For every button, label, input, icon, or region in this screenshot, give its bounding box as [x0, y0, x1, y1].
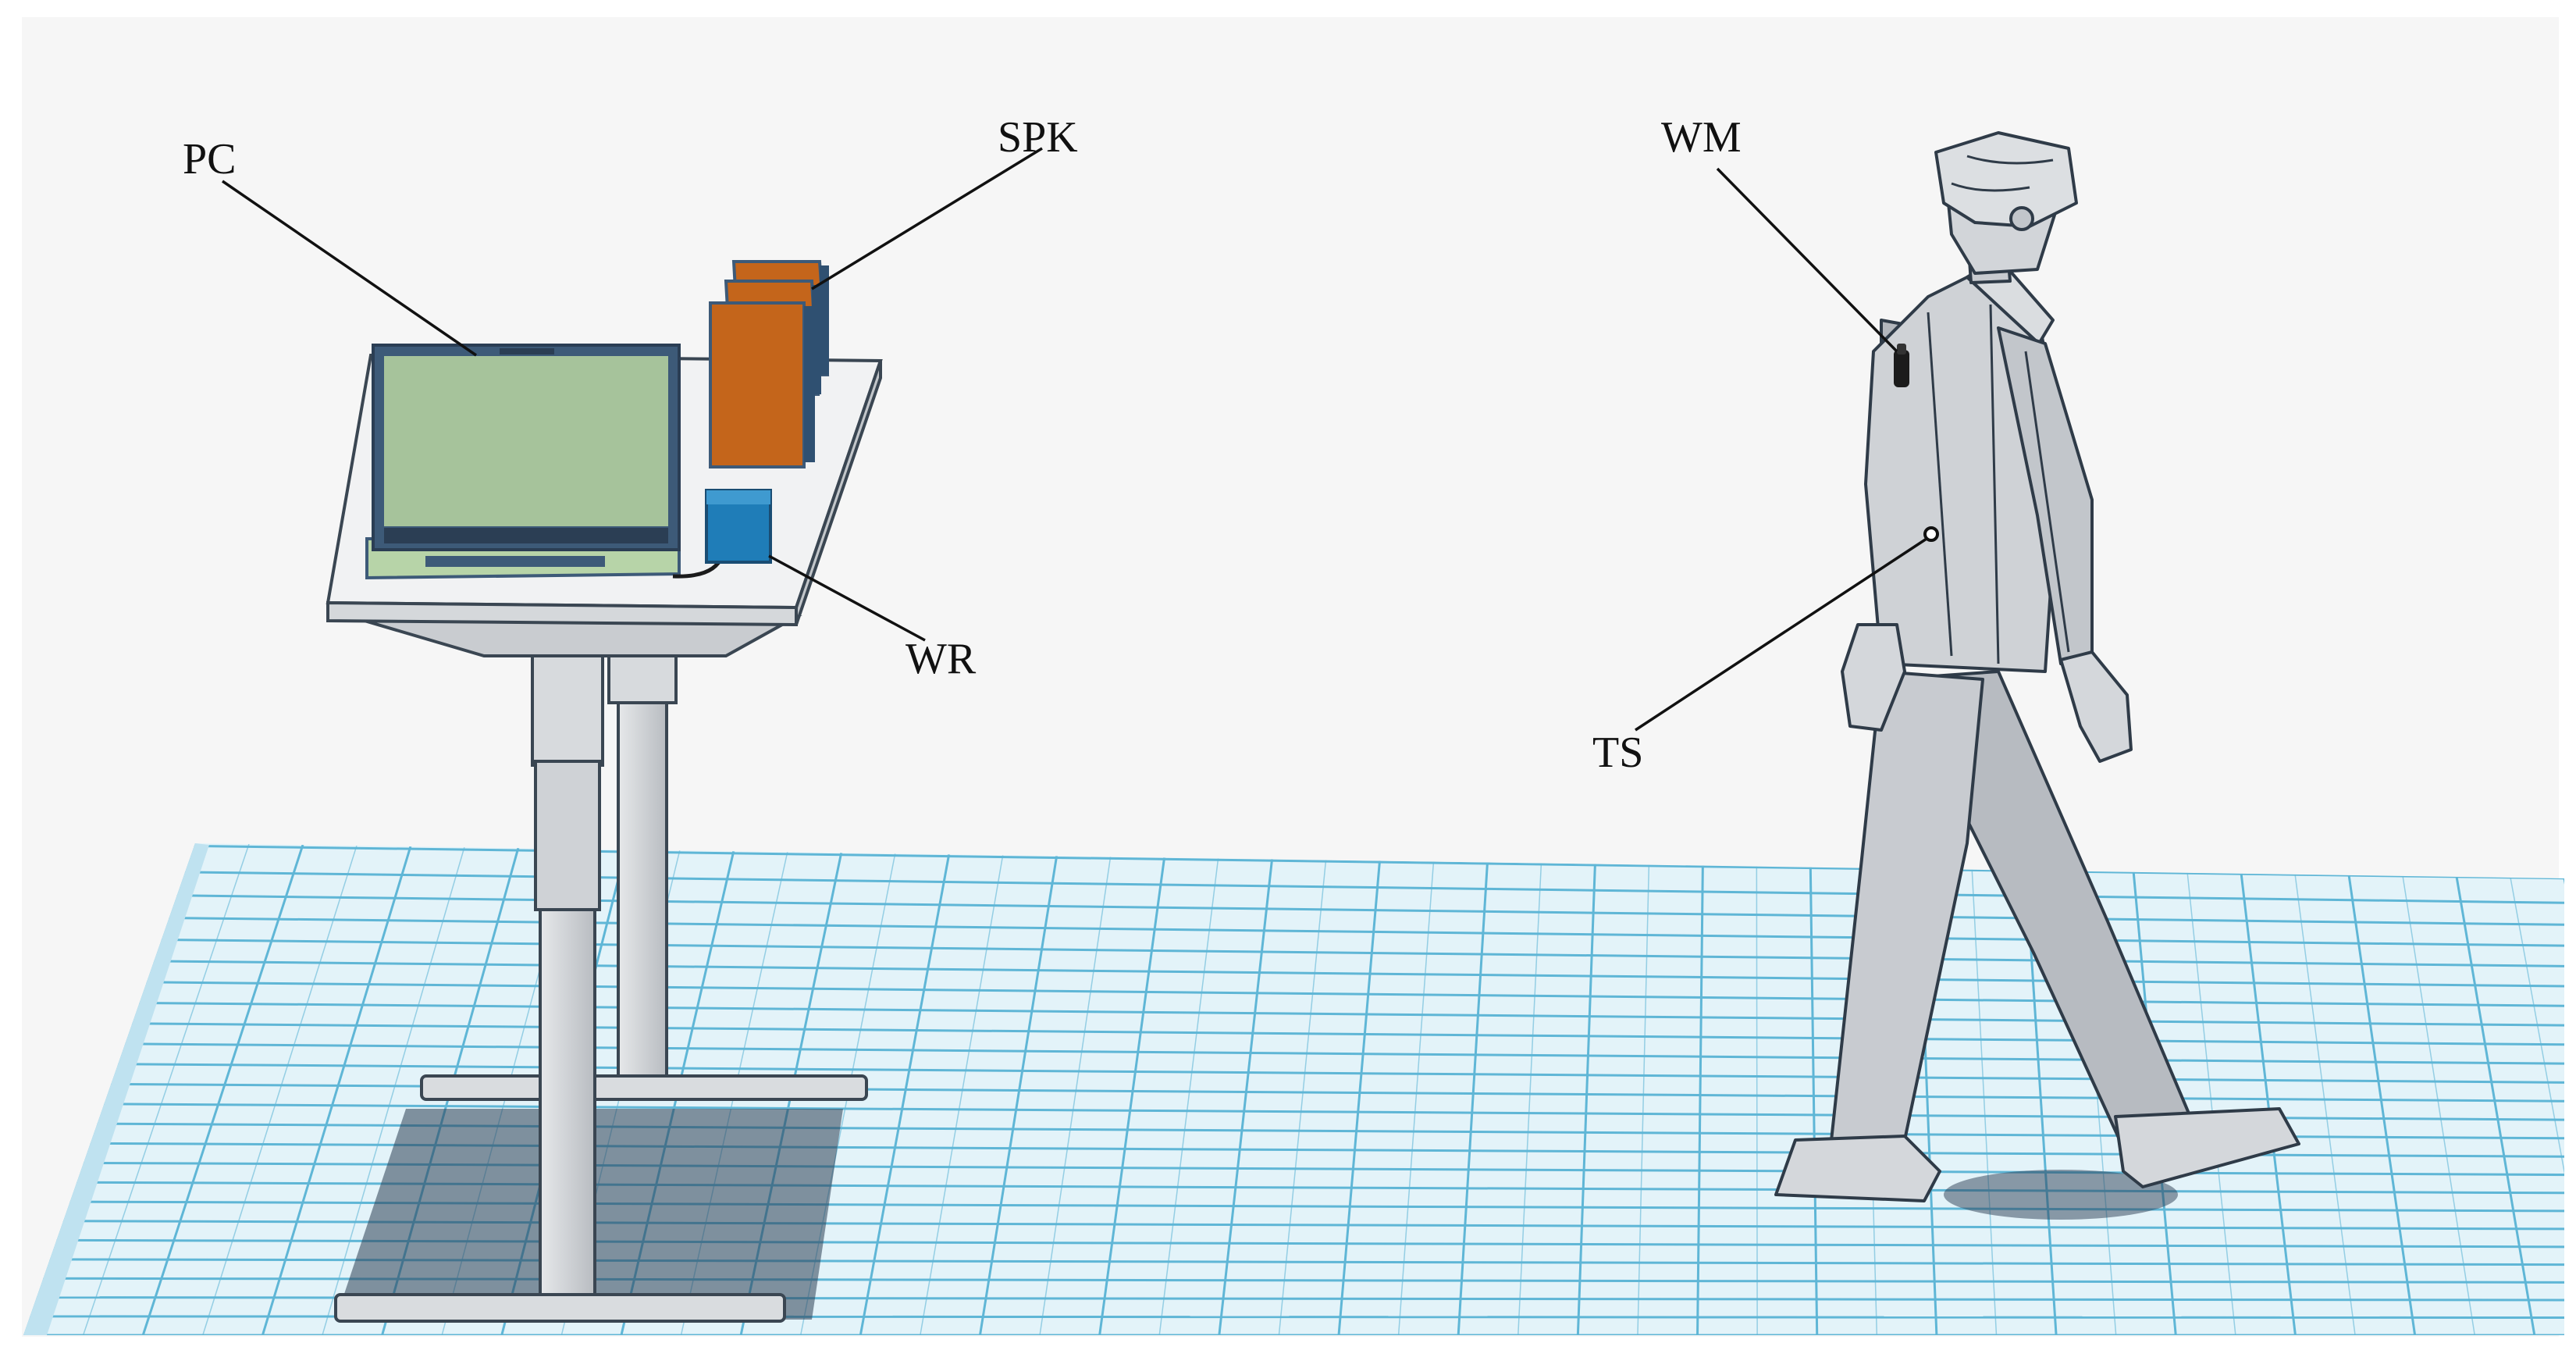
- grid-subcol-line: [82, 843, 250, 1335]
- grid-col-line: [141, 844, 304, 1335]
- grid-col-line: [2347, 875, 2417, 1335]
- grid-row-line: [23, 868, 2564, 904]
- grid-subcol-line: [920, 855, 1004, 1335]
- wearable-microphone: [1894, 344, 1909, 387]
- grid-subcol-line: [2294, 874, 2356, 1335]
- grid-col-line: [978, 856, 1059, 1335]
- ts-callout-line: [1635, 537, 1927, 732]
- grid-subcol-line: [1971, 869, 1998, 1335]
- grid-col-line: [1696, 865, 1704, 1335]
- grid-col-line: [1218, 859, 1274, 1335]
- walking-person: [1774, 131, 2300, 1202]
- grid-col-line: [1337, 860, 1381, 1335]
- grid-subcol-line: [1039, 857, 1112, 1335]
- laptop: [365, 344, 681, 580]
- grid-subcol-line: [202, 845, 358, 1335]
- grid-subcol-line: [1756, 866, 1758, 1335]
- grid-row-line: [23, 958, 2564, 988]
- grid-subcol-line: [2510, 877, 2564, 1335]
- grid-row-line: [23, 979, 2564, 1007]
- wr-callout-line: [768, 554, 926, 642]
- grid-col-line: [2455, 876, 2536, 1335]
- grid-subcol-line: [1517, 863, 1542, 1335]
- speakers: [709, 260, 830, 468]
- grid-subcol-line: [2186, 872, 2236, 1335]
- grid-subcol-line: [1158, 858, 1219, 1335]
- spk-callout-line: [811, 147, 1043, 290]
- wireless-receiver: [672, 489, 772, 579]
- grid-col-line: [1809, 867, 1819, 1335]
- ts-label: TS: [1592, 729, 1643, 777]
- person-shadow: [1944, 1170, 2178, 1220]
- grid-row-line: [23, 914, 2564, 947]
- grid-col-line: [859, 854, 951, 1335]
- grid-row-line: [23, 843, 2564, 880]
- wr-label: WR: [906, 635, 977, 683]
- grid-subcol-line: [1637, 864, 1650, 1335]
- grid-row-line: [23, 936, 2564, 968]
- spk-label: SPK: [998, 113, 1078, 162]
- grid-subcol-line: [2402, 875, 2475, 1335]
- grid-row-line: [23, 892, 2564, 926]
- grid-subcol-line: [1397, 861, 1435, 1335]
- grid-col-line: [1576, 864, 1596, 1335]
- grid-col-line: [2240, 873, 2297, 1335]
- grid-col-line: [1098, 857, 1166, 1335]
- callout-lines: [222, 147, 1927, 732]
- grid-col-line: [2563, 878, 2564, 1335]
- pc-callout-line: [222, 180, 477, 357]
- grid-subcol-line: [322, 846, 465, 1335]
- grid-col-line: [261, 846, 412, 1335]
- ts-sensor-marker: [1923, 526, 1939, 542]
- pc-label: PC: [183, 135, 237, 183]
- wm-label: WM: [1661, 113, 1742, 162]
- grid-subcol-line: [1278, 860, 1327, 1335]
- grid-col-line: [1457, 862, 1489, 1335]
- wm-callout-line: [1716, 167, 1898, 353]
